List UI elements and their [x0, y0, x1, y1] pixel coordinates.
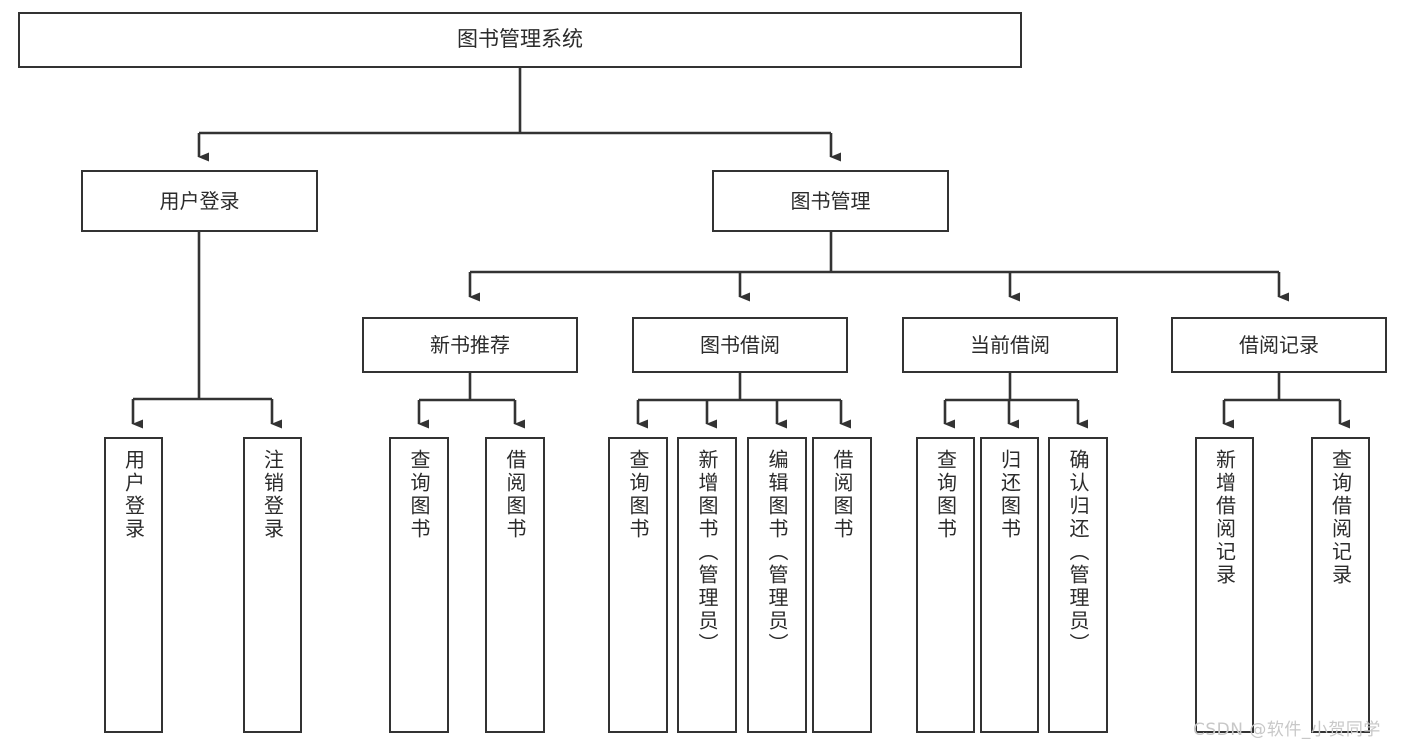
leaf-user-login-login[interactable]: 用户登录 [104, 437, 163, 733]
node-label: 查询图书 [933, 449, 958, 541]
node-new-book-recommend[interactable]: 新书推荐 [362, 317, 578, 373]
leaf-record-query-record[interactable]: 查询借阅记录 [1311, 437, 1370, 733]
leaf-borrow-edit-book[interactable]: 编辑图书（管理员） [747, 437, 807, 733]
node-label: 借阅记录 [1239, 332, 1319, 357]
leaf-current-confirm-return[interactable]: 确认归还（管理员） [1048, 437, 1108, 733]
leaf-current-query-book[interactable]: 查询图书 [916, 437, 975, 733]
node-label: 确认归还（管理员） [1066, 449, 1090, 656]
node-label: 归还图书 [997, 449, 1022, 541]
leaf-new-book-borrow[interactable]: 借阅图书 [485, 437, 545, 733]
connector-lines [131, 68, 1350, 429]
node-label: 用户登录 [121, 449, 146, 541]
node-book-borrow[interactable]: 图书借阅 [632, 317, 848, 373]
node-label: 图书管理系统 [457, 27, 583, 52]
node-label: 借阅图书 [503, 449, 527, 541]
node-label: 图书借阅 [700, 332, 780, 357]
csdn-watermark: CSDN @软件_小贺同学 [1193, 720, 1381, 740]
node-label: 查询图书 [407, 449, 431, 541]
leaf-borrow-borrow-book[interactable]: 借阅图书 [812, 437, 872, 733]
node-label: 注销登录 [260, 449, 285, 541]
leaf-current-return-book[interactable]: 归还图书 [980, 437, 1039, 733]
node-borrow-record[interactable]: 借阅记录 [1171, 317, 1387, 373]
node-label: 查询借阅记录 [1328, 449, 1353, 587]
leaf-record-add-record[interactable]: 新增借阅记录 [1195, 437, 1254, 733]
leaf-user-login-logout[interactable]: 注销登录 [243, 437, 302, 733]
node-label: 编辑图书（管理员） [765, 449, 789, 656]
node-label: 图书管理 [790, 188, 871, 213]
node-label: 新书推荐 [430, 332, 510, 357]
leaf-borrow-query-book[interactable]: 查询图书 [608, 437, 668, 733]
node-label: 当前借阅 [970, 332, 1050, 357]
node-label: 借阅图书 [830, 449, 854, 541]
node-current-borrow[interactable]: 当前借阅 [902, 317, 1118, 373]
node-label: 用户登录 [159, 188, 240, 213]
leaf-borrow-add-book[interactable]: 新增图书（管理员） [677, 437, 737, 733]
leaf-new-book-query[interactable]: 查询图书 [389, 437, 449, 733]
node-book-management[interactable]: 图书管理 [712, 170, 949, 232]
node-user-login[interactable]: 用户登录 [81, 170, 318, 232]
node-label: 新增图书（管理员） [695, 449, 719, 656]
node-label: 查询图书 [626, 449, 650, 541]
node-label: 新增借阅记录 [1212, 449, 1237, 587]
node-book-management-system[interactable]: 图书管理系统 [18, 12, 1022, 68]
